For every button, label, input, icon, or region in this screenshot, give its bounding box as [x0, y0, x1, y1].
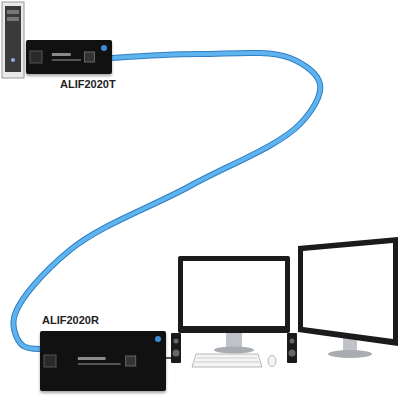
- tower-pc: [2, 2, 24, 78]
- right-monitor: [298, 237, 398, 358]
- cat-cable: [13, 53, 320, 349]
- faceplate: [26, 40, 112, 74]
- extender-unit: ALIF2020T: [26, 40, 118, 91]
- speakers: [171, 333, 297, 363]
- device-box: [40, 331, 166, 391]
- cable-outline: [13, 53, 320, 349]
- left-monitor: [178, 256, 290, 354]
- unit-name: ALIF2020R: [40, 314, 166, 327]
- keyboard: [192, 354, 262, 367]
- faceplate: [40, 331, 166, 391]
- extender-unit: ALIF2020R: [40, 314, 166, 391]
- unit-name: ALIF2020T: [26, 78, 118, 91]
- device-box: [26, 40, 112, 74]
- mouse: [268, 356, 276, 367]
